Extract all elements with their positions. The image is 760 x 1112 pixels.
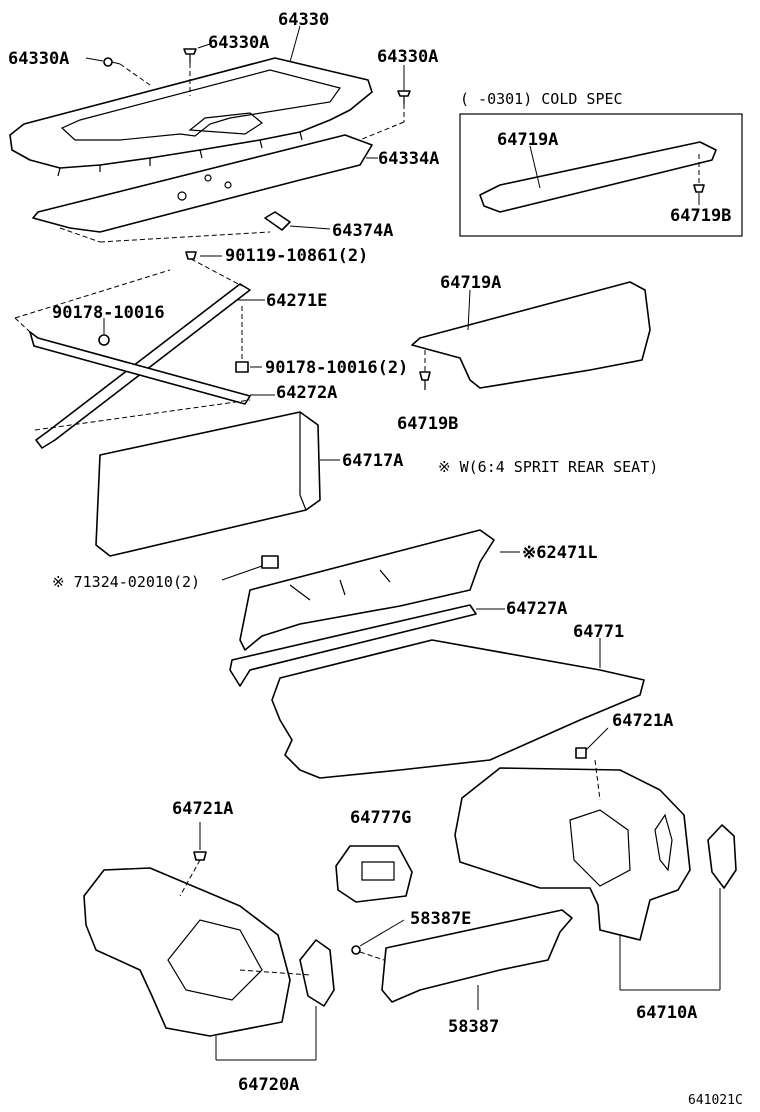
diagram-code: 641021C — [688, 1093, 743, 1108]
clip-58387E[interactable] — [351, 945, 385, 961]
tray-sheet[interactable] — [32, 134, 373, 233]
nut-90178-10016-left[interactable] — [98, 334, 110, 346]
label-64271E: 64271E — [266, 291, 327, 311]
label-64330A-right: 64330A — [377, 47, 438, 67]
label-64710A: 64710A — [636, 1003, 697, 1023]
label-90178-right: 90178-10016(2) — [265, 358, 408, 378]
label-64719A-box: 64719A — [497, 130, 558, 150]
trunk-mat-64771[interactable] — [271, 639, 645, 779]
clip-64721A-left[interactable] — [179, 851, 207, 897]
side-trim-64710A[interactable] — [454, 767, 691, 941]
label-64330: 64330 — [278, 10, 329, 30]
package-tray-trim[interactable] — [9, 57, 373, 177]
label-64721A-right: 64721A — [612, 711, 673, 731]
label-64720A: 64720A — [238, 1075, 299, 1095]
label-64719B: 64719B — [397, 414, 458, 434]
clip-64719B-box[interactable] — [693, 154, 705, 193]
panel-64717A[interactable] — [95, 411, 321, 557]
trunk-lid-liner-64719A[interactable] — [411, 281, 651, 389]
nut-90178-10016-right[interactable] — [235, 361, 249, 373]
insulator-64719A-box[interactable] — [479, 141, 717, 213]
clip-71324-02010[interactable] — [261, 555, 279, 569]
screw-64330A-left[interactable] — [103, 57, 151, 86]
label-58387: 58387 — [448, 1017, 499, 1037]
label-90178-left: 90178-10016 — [52, 303, 165, 323]
label-64771: 64771 — [573, 622, 624, 642]
label-64330A-left: 64330A — [8, 49, 69, 69]
w-note: ※ W(6:4 SPRIT REAR SEAT) — [438, 458, 658, 476]
label-71324: ※ 71324-02010(2) — [52, 573, 200, 591]
clip-64721A-right[interactable] — [575, 747, 601, 801]
cold-spec-note: ( -0301) COLD SPEC — [460, 90, 623, 108]
label-64717A: 64717A — [342, 451, 403, 471]
label-64719B-box: 64719B — [670, 206, 731, 226]
label-64330A-mid: 64330A — [208, 33, 269, 53]
brace-64271E[interactable] — [29, 283, 251, 449]
trim-62471L[interactable] — [239, 529, 495, 651]
cold-spec-box — [459, 113, 743, 237]
label-64719A: 64719A — [440, 273, 501, 293]
pad-64710A[interactable] — [707, 824, 737, 889]
screw-64330A-right[interactable] — [344, 90, 411, 147]
pad-64720A[interactable] — [299, 939, 335, 1007]
side-trim-64720A[interactable] — [83, 867, 291, 1037]
label-64727A: 64727A — [506, 599, 567, 619]
label-64272A: 64272A — [276, 383, 337, 403]
toolbox-64777G[interactable] — [335, 845, 413, 903]
label-64721A-left: 64721A — [172, 799, 233, 819]
bolt-90119-10861[interactable] — [185, 251, 243, 287]
label-64374A: 64374A — [332, 221, 393, 241]
label-64334A: 64334A — [378, 149, 439, 169]
clip-64374A[interactable] — [264, 211, 291, 231]
label-58387E: 58387E — [410, 909, 471, 929]
trim-64727A[interactable] — [229, 604, 477, 687]
clip-64719B[interactable] — [419, 350, 431, 390]
screw-64330A-mid[interactable] — [183, 48, 197, 96]
label-90119: 90119-10861(2) — [225, 246, 368, 266]
label-64777G: 64777G — [350, 808, 411, 828]
sill-plate-58387[interactable] — [381, 909, 573, 1003]
label-62471L: ※62471L — [522, 543, 598, 563]
